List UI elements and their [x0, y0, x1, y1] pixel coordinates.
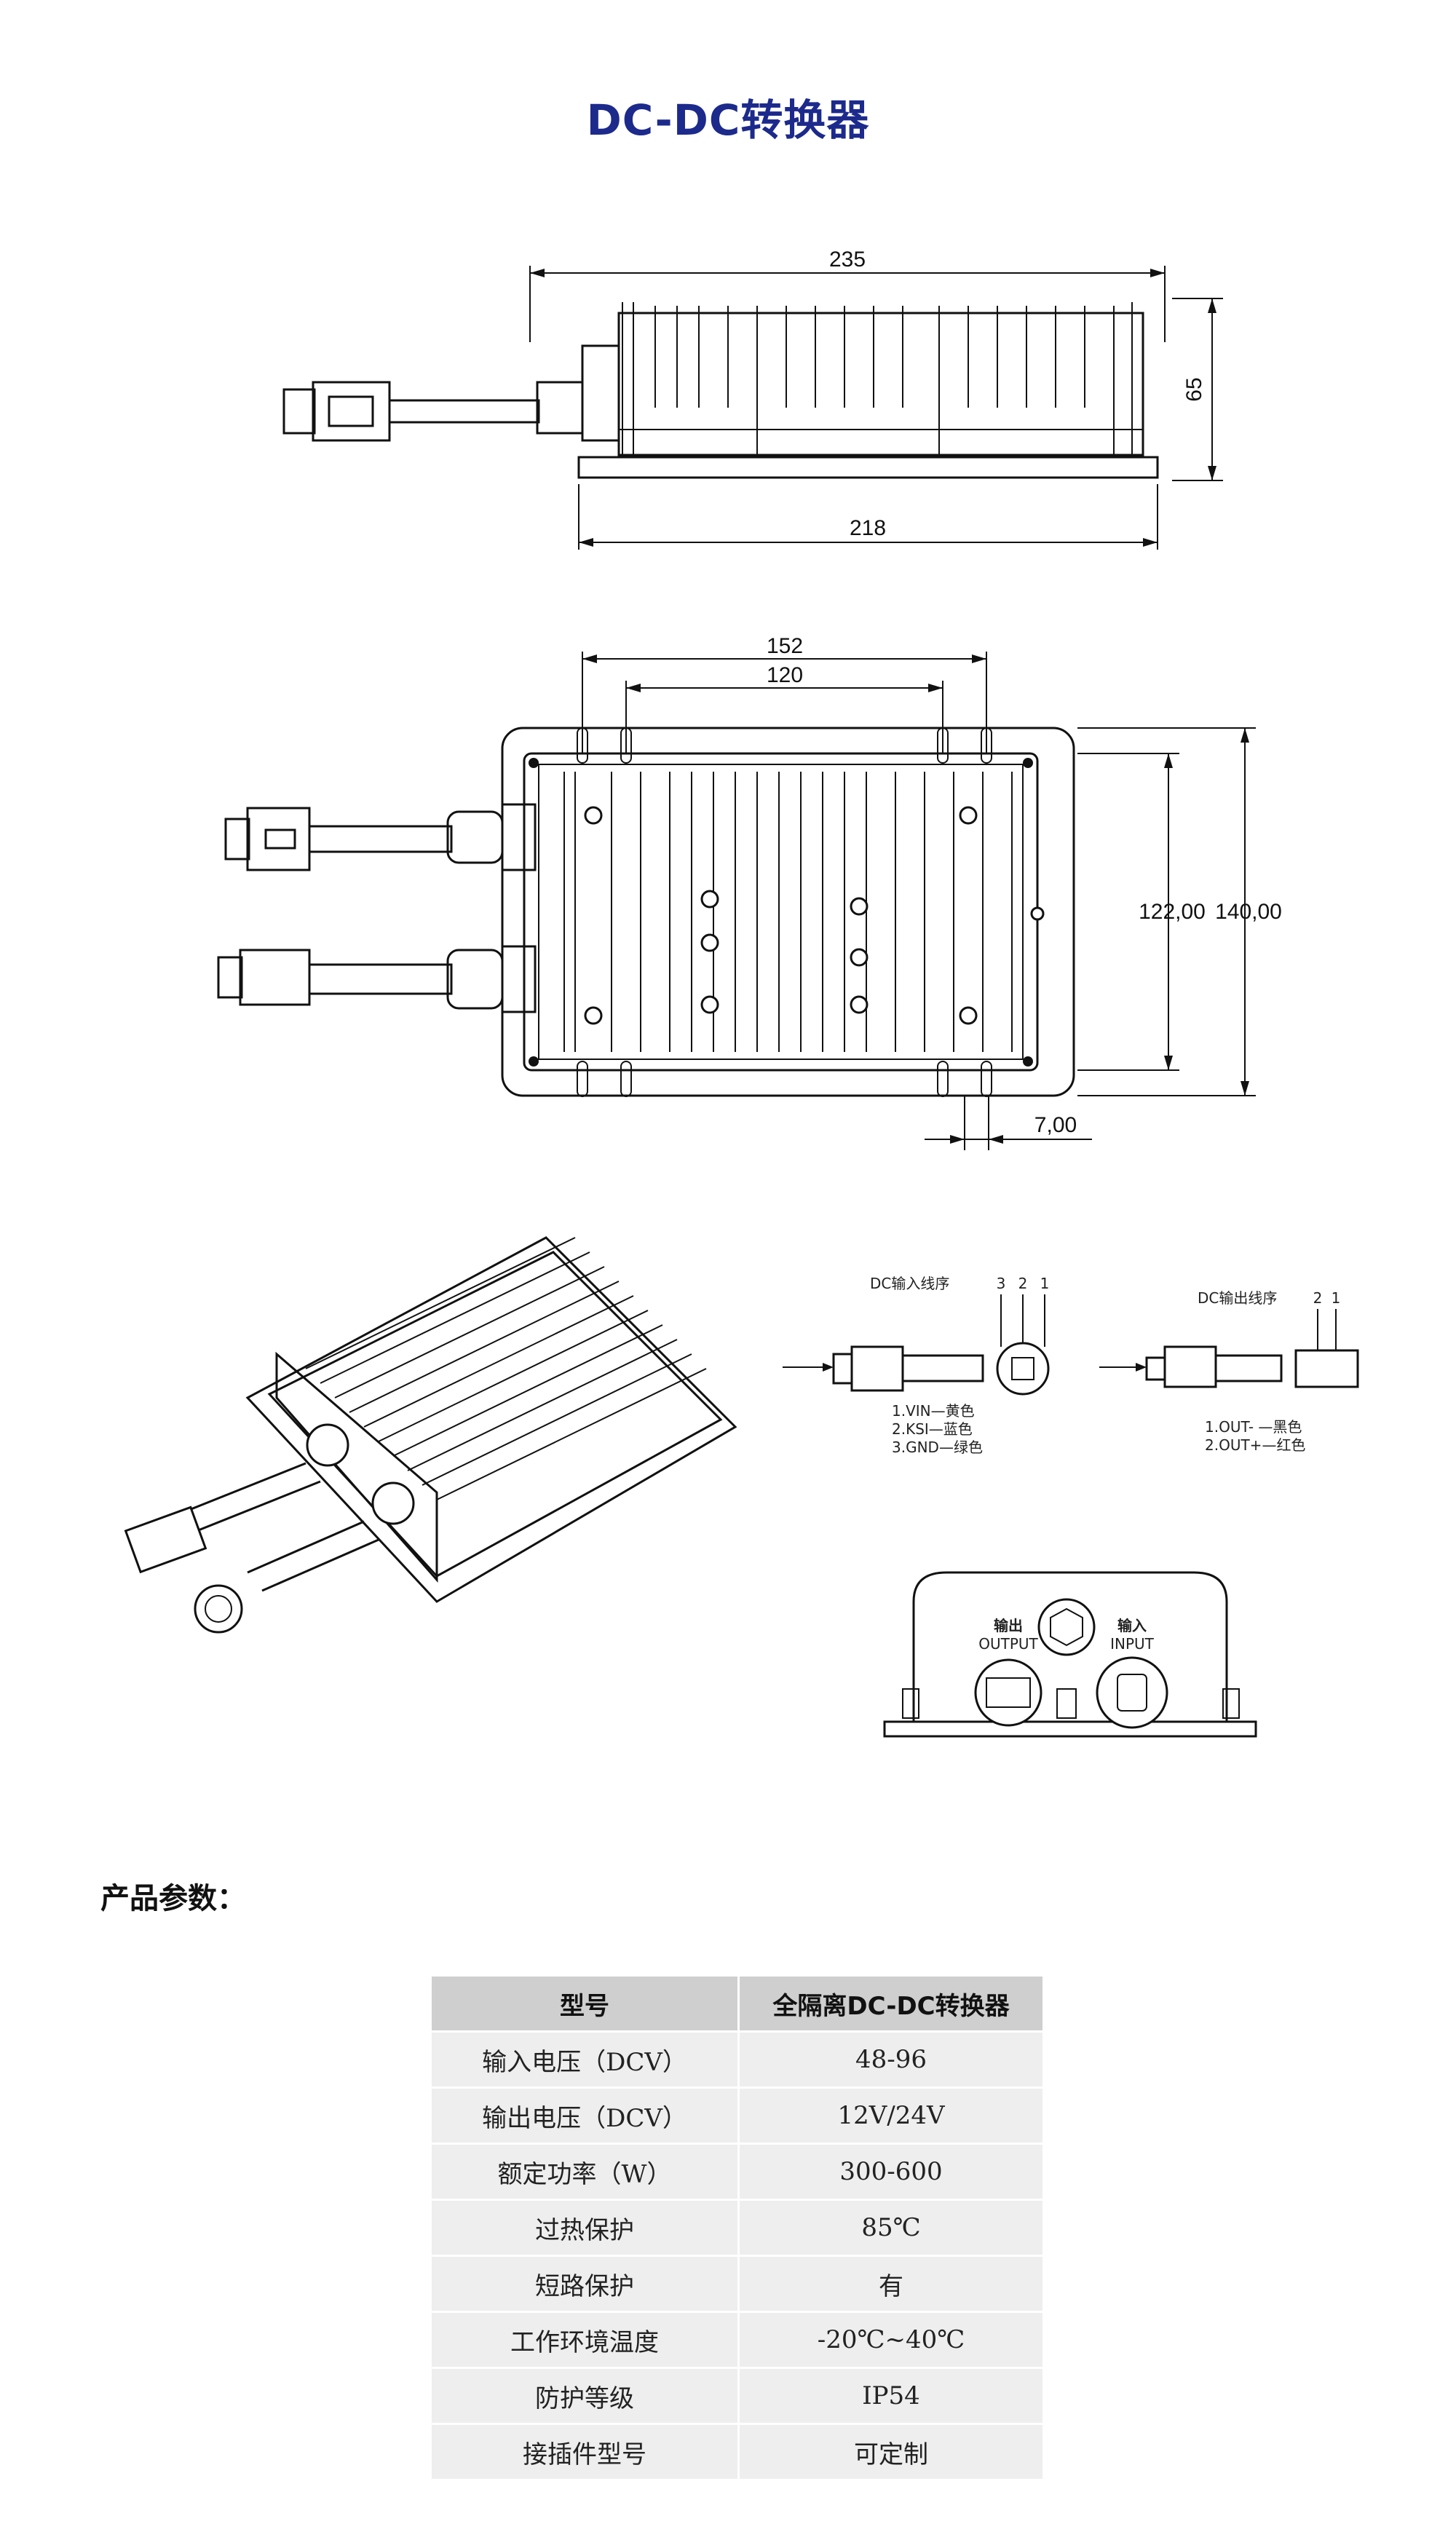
spec-key: 工作环境温度	[430, 2311, 740, 2369]
spec-key: 接插件型号	[430, 2423, 740, 2481]
spec-value: 300-600	[737, 2143, 1045, 2201]
input-pin-2: 2	[1018, 1275, 1028, 1292]
table-row: 额定功率（W）300-600	[430, 2143, 1045, 2201]
spec-value: -20℃~40℃	[737, 2311, 1045, 2369]
isometric-view-drawing	[124, 1236, 737, 1634]
end-view-output-label: 输出	[994, 1617, 1023, 1634]
spec-header-model: 型号	[430, 1974, 740, 2033]
input-pin-1: 1	[1040, 1275, 1050, 1292]
spec-value: 85℃	[737, 2199, 1045, 2257]
spec-value: IP54	[737, 2367, 1045, 2425]
table-row: 接插件型号可定制	[430, 2423, 1045, 2481]
spec-header-row: 型号 全隔离DC-DC转换器	[430, 1974, 1045, 2033]
input-legend-1: 1.VIN—黄色	[892, 1402, 975, 1420]
end-view-input-label: 输入	[1117, 1617, 1147, 1634]
dim-235-label: 235	[829, 248, 866, 272]
input-pin-3: 3	[997, 1275, 1006, 1292]
output-legend-2: 2.OUT+—红色	[1205, 1436, 1305, 1454]
top-view-drawing: 152 120	[217, 634, 1282, 1150]
dim-140-label: 140,00	[1215, 900, 1282, 924]
table-row: 短路保护有	[430, 2255, 1045, 2313]
input-legend-3: 3.GND—绿色	[892, 1439, 983, 1456]
spec-key: 额定功率（W）	[430, 2143, 740, 2201]
dim-120-label: 120	[767, 663, 803, 687]
dim-65-label: 65	[1182, 377, 1206, 401]
dim-218-label: 218	[850, 516, 886, 540]
table-row: 输出电压（DCV）12V/24V	[430, 2086, 1045, 2145]
output-pin-2: 2	[1313, 1289, 1323, 1307]
input-wiring-title: DC输入线序	[870, 1275, 949, 1292]
end-view-drawing: 输出 OUTPUT 输入 INPUT	[883, 1571, 1257, 1738]
spec-value: 有	[737, 2255, 1045, 2313]
side-view-drawing: 235 65 218	[282, 248, 1223, 550]
output-pin-1: 1	[1332, 1289, 1341, 1307]
end-view-input-sub: INPUT	[1110, 1635, 1155, 1653]
dim-7-label: 7,00	[1034, 1113, 1077, 1137]
table-row: 工作环境温度-20℃~40℃	[430, 2311, 1045, 2369]
spec-key: 输入电压（DCV）	[430, 2030, 740, 2089]
spec-header-value: 全隔离DC-DC转换器	[737, 1974, 1045, 2033]
spec-key: 防护等级	[430, 2367, 740, 2425]
page-title: DC-DC转换器	[586, 95, 870, 145]
output-legend-1: 1.OUT- —黑色	[1205, 1418, 1302, 1436]
end-view-output-sub: OUTPUT	[978, 1635, 1038, 1653]
table-row: 输入电压（DCV）48-96	[430, 2030, 1045, 2089]
wiring-diagram: DC输入线序 3 2 1 1.VIN—黄色 2.KSI—蓝色 3.GND—绿色 …	[783, 1275, 1359, 1456]
spec-value: 48-96	[737, 2030, 1045, 2089]
dim-122-label: 122,00	[1139, 900, 1206, 924]
input-legend-2: 2.KSI—蓝色	[892, 1420, 973, 1438]
output-wiring-title: DC输出线序	[1198, 1289, 1277, 1307]
spec-value: 可定制	[737, 2423, 1045, 2481]
dim-152-label: 152	[767, 634, 803, 658]
spec-key: 短路保护	[430, 2255, 740, 2313]
spec-key: 输出电压（DCV）	[430, 2086, 740, 2145]
spec-table: 型号 全隔离DC-DC转换器 输入电压（DCV）48-96 输出电压（DCV）1…	[430, 1974, 1045, 2481]
spec-key: 过热保护	[430, 2199, 740, 2257]
params-heading: 产品参数：	[100, 1882, 246, 1915]
spec-value: 12V/24V	[737, 2086, 1045, 2145]
